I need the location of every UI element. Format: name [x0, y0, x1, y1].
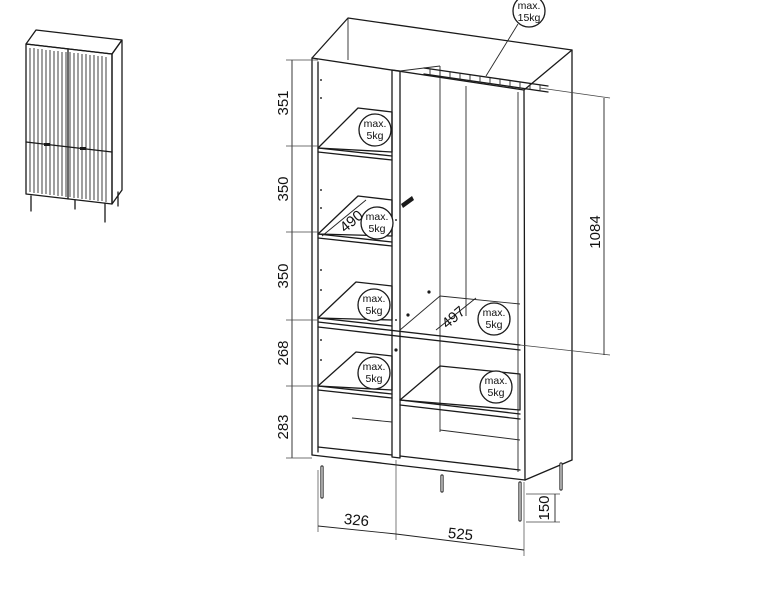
- hanging-rail: [423, 67, 549, 93]
- shelf-load-weight-text: 5kg: [486, 319, 503, 331]
- shelf-load-badge: max. 5kg: [357, 356, 391, 390]
- width-dimensions: 326 525: [317, 460, 525, 556]
- width-525-label: 525: [447, 525, 474, 545]
- shelf-load-badge: max. 5kg: [358, 113, 392, 147]
- shelf-load-max-text: max.: [363, 361, 386, 373]
- right-lower-shelf: [399, 365, 521, 420]
- shelf-pin-holes: [320, 79, 397, 361]
- height-283-label: 283: [275, 414, 292, 439]
- shelf-load-max-text: max.: [363, 293, 386, 305]
- leg-150-label: 150: [536, 495, 553, 520]
- height-350-label: 350: [275, 176, 292, 201]
- shelf-load-badge: max. 5kg: [360, 206, 394, 240]
- thumbnail-handle: [44, 143, 50, 146]
- shelf-load-weight-text: 5kg: [366, 373, 383, 385]
- hanging-height-dimension: 1084: [519, 87, 611, 356]
- shelf-load-weight-text: 5kg: [366, 305, 383, 317]
- shelf-load-max-text: max.: [364, 118, 387, 130]
- left-shelves: [317, 107, 393, 399]
- height-1084-label: 1084: [587, 215, 604, 248]
- leg-height-dimension: 150: [526, 493, 560, 523]
- hinge-hardware: [394, 196, 431, 352]
- shelf-load-weight-text: 5kg: [488, 387, 505, 399]
- cabinet-thumbnail: [25, 29, 123, 223]
- height-268-label: 268: [275, 340, 292, 365]
- height-350-label: 350: [275, 263, 292, 288]
- cabinet-body: [311, 17, 573, 481]
- thumbnail-fluting: [29, 48, 107, 202]
- thumbnail-handle: [80, 147, 86, 150]
- shelf-load-weight-text: 5kg: [369, 223, 386, 235]
- shelf-load-weight-text: 5kg: [367, 130, 384, 142]
- cabinet-legs: [320, 462, 563, 522]
- height-dimensions: 351 350 350 268 283: [275, 59, 318, 459]
- rail-load-weight-text: 15kg: [518, 12, 541, 24]
- middle-shelf: [317, 295, 521, 351]
- shelf-load-max-text: max.: [366, 211, 389, 223]
- shelf-load-max-text: max.: [483, 307, 506, 319]
- rail-load-max-text: max.: [518, 0, 541, 12]
- shelf-load-max-text: max.: [485, 375, 508, 387]
- width-326-label: 326: [343, 511, 370, 531]
- shelf-load-badge: max. 5kg: [477, 302, 511, 336]
- shelf-load-badge: max. 5kg: [357, 288, 391, 322]
- rail-load-badge: max. 15kg: [485, 0, 546, 77]
- shelf-load-badge: max. 5kg: [479, 370, 513, 404]
- depth-dimensions: 490 497: [321, 199, 477, 332]
- height-351-label: 351: [275, 90, 292, 115]
